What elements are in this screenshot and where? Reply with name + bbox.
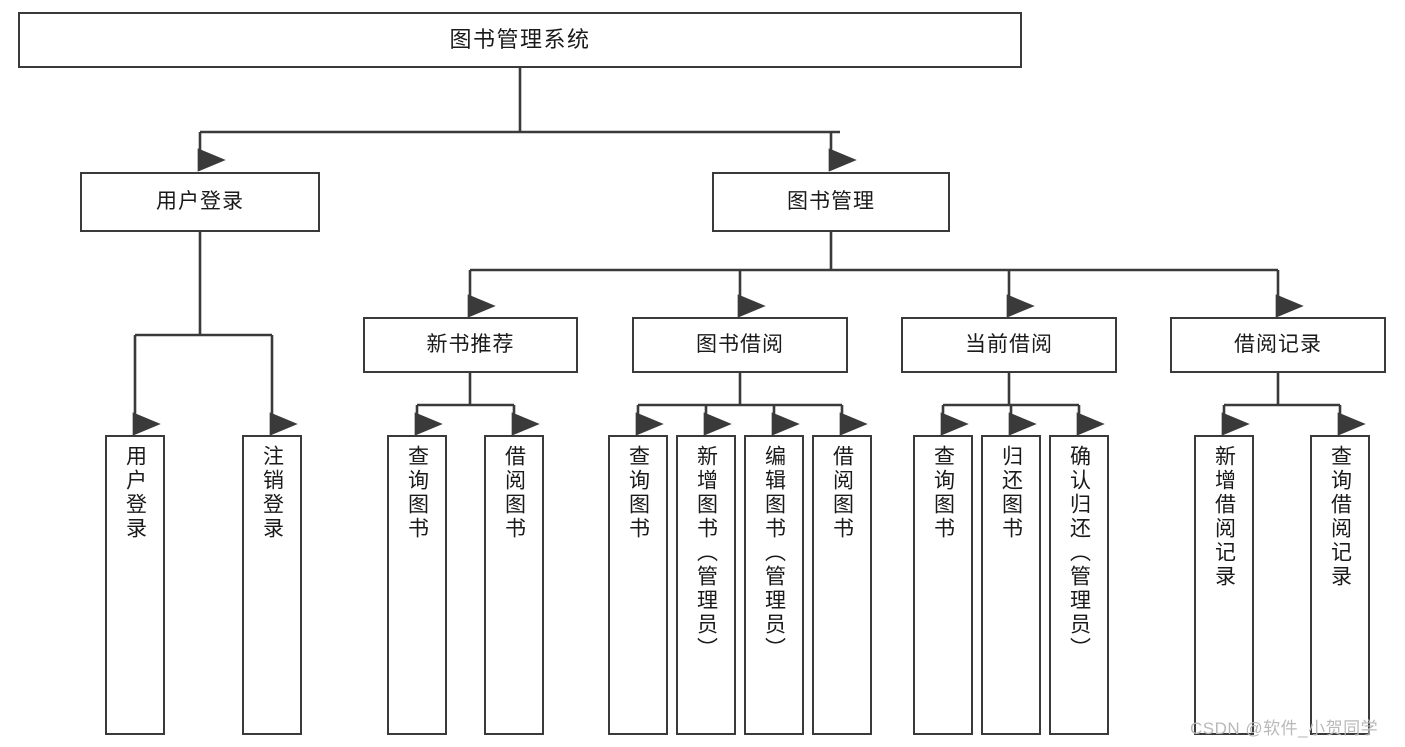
node-new-book-recommend[interactable]: 新书推荐 xyxy=(363,317,578,373)
leaf-user-login[interactable]: 用户登录 xyxy=(105,435,165,735)
node-label: 新书推荐 xyxy=(426,332,515,356)
node-user-login[interactable]: 用户登录 xyxy=(80,172,320,232)
leaf-borrow-add-book-admin[interactable]: 新增图书（管理员） xyxy=(676,435,736,735)
leaf-borrow-query-book[interactable]: 查询图书 xyxy=(608,435,668,735)
node-label: 用户登录 xyxy=(123,445,147,541)
node-label: 用户登录 xyxy=(156,189,244,213)
leaf-record-query[interactable]: 查询借阅记录 xyxy=(1310,435,1370,735)
node-label: 当前借阅 xyxy=(965,332,1053,356)
leaf-current-query-book[interactable]: 查询图书 xyxy=(913,435,973,735)
leaf-borrow-edit-book-admin[interactable]: 编辑图书（管理员） xyxy=(744,435,804,735)
node-label: 借阅图书 xyxy=(502,445,526,541)
node-label: 确认归还（管理员） xyxy=(1067,445,1091,661)
node-current-borrow[interactable]: 当前借阅 xyxy=(901,317,1117,373)
leaf-borrow-borrow-book[interactable]: 借阅图书 xyxy=(812,435,872,735)
node-label: 图书管理 xyxy=(787,189,875,213)
node-label: 查询借阅记录 xyxy=(1328,445,1352,589)
leaf-new-book-query[interactable]: 查询图书 xyxy=(387,435,447,735)
node-label: 编辑图书（管理员） xyxy=(762,445,786,661)
node-label: 查询图书 xyxy=(405,445,429,541)
node-label: 图书借阅 xyxy=(696,332,784,356)
node-label: 借阅图书 xyxy=(830,445,854,541)
node-label: 新增借阅记录 xyxy=(1212,445,1236,589)
node-book-borrow[interactable]: 图书借阅 xyxy=(632,317,848,373)
node-borrow-record[interactable]: 借阅记录 xyxy=(1170,317,1386,373)
node-label: 注销登录 xyxy=(260,445,284,541)
node-label: 归还图书 xyxy=(999,445,1023,541)
node-label: 查询图书 xyxy=(626,445,650,541)
node-label: 图书管理系统 xyxy=(449,27,591,53)
leaf-current-return-book[interactable]: 归还图书 xyxy=(981,435,1041,735)
csdn-watermark: CSDN @软件_小贺同学 xyxy=(1190,719,1379,738)
leaf-current-confirm-return-admin[interactable]: 确认归还（管理员） xyxy=(1049,435,1109,735)
node-root-system[interactable]: 图书管理系统 xyxy=(18,12,1022,68)
leaf-record-add[interactable]: 新增借阅记录 xyxy=(1194,435,1254,735)
node-label: 借阅记录 xyxy=(1234,332,1322,356)
node-book-management[interactable]: 图书管理 xyxy=(712,172,950,232)
leaf-new-book-borrow[interactable]: 借阅图书 xyxy=(484,435,544,735)
node-label: 查询图书 xyxy=(931,445,955,541)
leaf-logout[interactable]: 注销登录 xyxy=(242,435,302,735)
node-label: 新增图书（管理员） xyxy=(694,445,718,661)
